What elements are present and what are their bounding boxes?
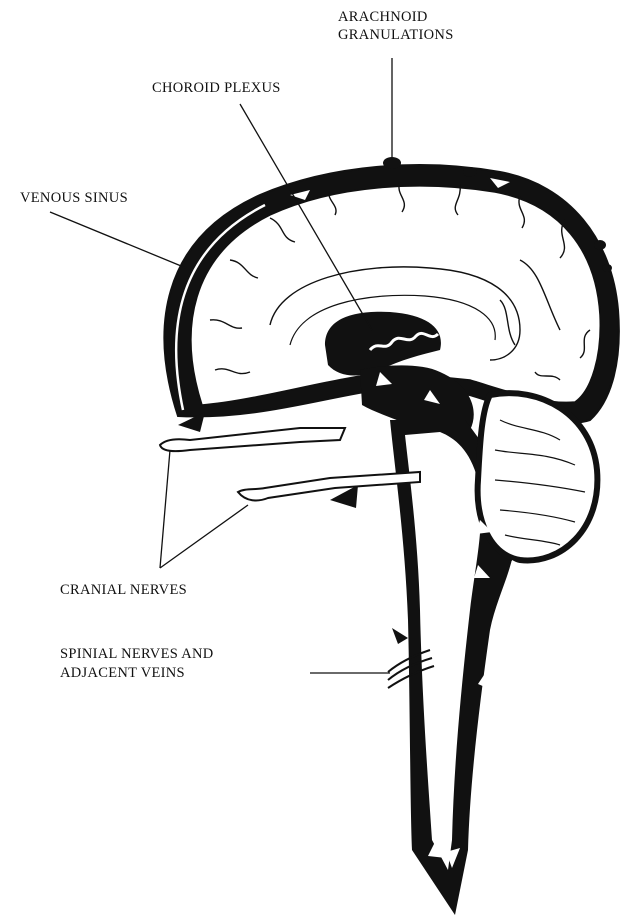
label-spinal-line2: ADJACENT VEINS [60,664,185,682]
label-choroid-plexus: CHOROID PLEXUS [152,79,281,97]
label-arachnoid-line2: GRANULATIONS [338,26,454,44]
cranial-nerve-lower [238,472,420,500]
label-arachnoid-line1: ARACHNOID [338,8,428,26]
label-cranial-nerves: CRANIAL NERVES [60,581,187,599]
label-venous-sinus: VENOUS SINUS [20,189,128,207]
cranial-nerve-upper [160,428,345,451]
label-spinal-line1: SPINIAL NERVES AND [60,645,214,663]
